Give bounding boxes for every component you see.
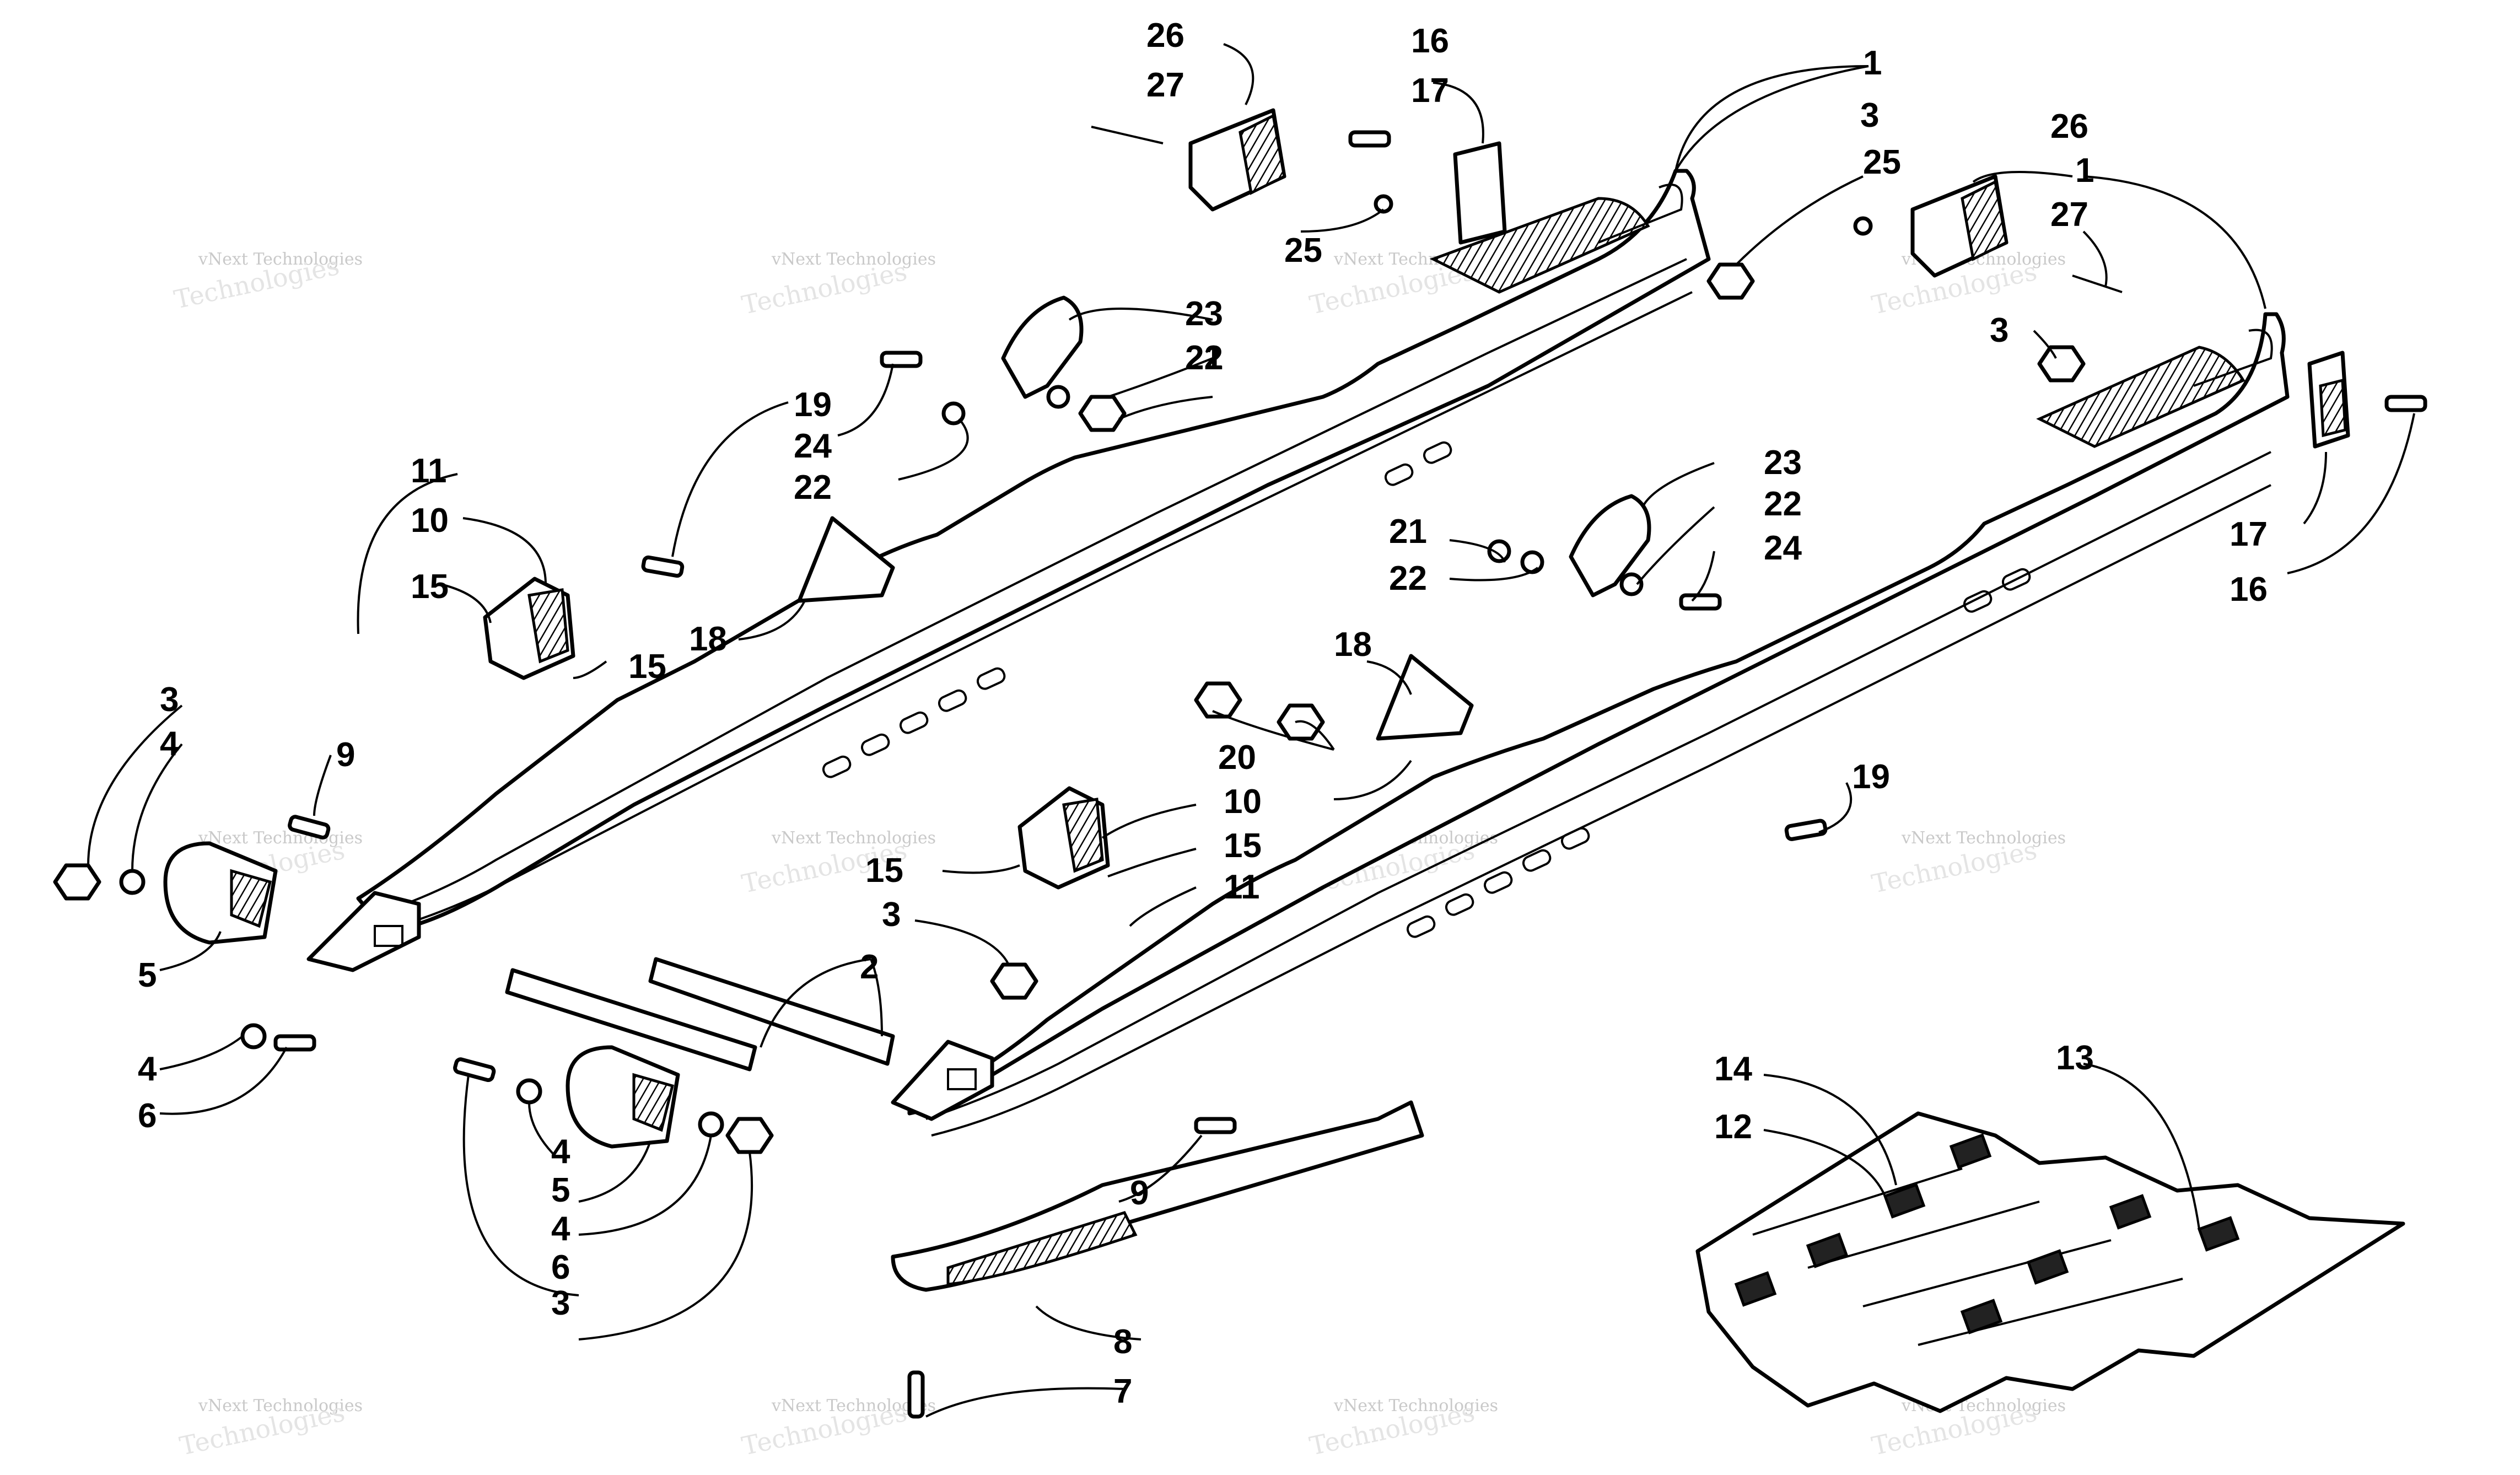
- callout-6: 6: [551, 1248, 570, 1286]
- shock-mount-26-right: [1910, 174, 2009, 278]
- callout-10: 10: [411, 502, 449, 540]
- callout-23: 23: [1185, 295, 1223, 333]
- bumper-10-left: [483, 577, 575, 680]
- bracket-17-right: [2307, 351, 2350, 449]
- watermark-text: vNext Technologies: [198, 1396, 363, 1415]
- callout-26: 26: [1146, 17, 1184, 55]
- callout-25: 25: [1863, 143, 1901, 181]
- callout-26: 26: [2050, 107, 2088, 146]
- callout-13: 13: [2056, 1039, 2094, 1077]
- watermark-text: vNext Technologies: [771, 828, 936, 848]
- callout-23: 23: [1764, 444, 1802, 482]
- callout-16: 16: [2230, 570, 2268, 609]
- right-rail-slots: [1406, 568, 2031, 938]
- left-rail-slots: [822, 441, 1452, 778]
- bracket-23-right: [1569, 494, 1651, 597]
- right-rail-front-tip: [891, 1040, 994, 1121]
- callout-16: 16: [1411, 22, 1449, 60]
- callout-24: 24: [1764, 529, 1802, 567]
- callout-10: 10: [1224, 783, 1262, 821]
- callout-6: 6: [138, 1097, 157, 1135]
- callout-22: 22: [794, 469, 832, 507]
- callout-18: 18: [1334, 626, 1372, 664]
- callout-15: 15: [865, 852, 903, 890]
- shock-mount-26-left: [1188, 108, 1286, 212]
- callout-5: 5: [551, 1171, 570, 1209]
- wear-strip: [891, 1100, 1424, 1292]
- callout-22: 22: [1185, 339, 1223, 377]
- callout-12: 12: [1714, 1108, 1752, 1146]
- bracket-18-right: [1376, 654, 1474, 741]
- callout-1: 1: [1863, 44, 1882, 82]
- callout-22: 22: [1764, 485, 1802, 523]
- bracket-23-left: [1001, 295, 1084, 399]
- callout-4: 4: [551, 1210, 570, 1248]
- callout-1: 1: [2075, 152, 2094, 190]
- callout-22: 22: [1389, 559, 1427, 597]
- callout-3: 3: [882, 896, 901, 934]
- track-section: [1695, 1111, 2405, 1413]
- callout-3: 3: [551, 1284, 570, 1322]
- callout-5: 5: [138, 956, 157, 994]
- callout-15: 15: [1224, 827, 1262, 865]
- bracket-17-left: [1453, 141, 1507, 245]
- callout-4: 4: [138, 1050, 157, 1088]
- bracket-18-left: [797, 516, 895, 603]
- watermark-text: vNext Technologies: [771, 250, 936, 269]
- fasteners: [53, 126, 2427, 1419]
- leader-lines: [87, 43, 2415, 1418]
- callout-15: 15: [628, 648, 666, 686]
- callout-8: 8: [1113, 1323, 1132, 1361]
- callout-27: 27: [1146, 66, 1184, 104]
- callout-27: 27: [2050, 196, 2088, 234]
- callout-25: 25: [1284, 232, 1322, 270]
- callout-19: 19: [794, 386, 832, 424]
- callout-7: 7: [1113, 1372, 1132, 1411]
- right-slide-rail: [907, 312, 2290, 1137]
- bumper-10-right: [1017, 786, 1110, 890]
- callout-24: 24: [794, 427, 832, 465]
- callout-11: 11: [411, 452, 447, 490]
- callout-9: 9: [1130, 1174, 1149, 1212]
- callout-3: 3: [160, 681, 179, 719]
- callout-11: 11: [1224, 868, 1260, 906]
- cross-shafts: [505, 957, 895, 1072]
- callout-19: 19: [1852, 758, 1890, 796]
- callout-3: 3: [1860, 96, 1879, 134]
- callout-15: 15: [411, 568, 449, 606]
- callout-20: 20: [1218, 739, 1256, 777]
- callout-9: 9: [336, 736, 355, 774]
- callout-2: 2: [860, 948, 879, 986]
- callout-4: 4: [551, 1133, 570, 1171]
- left-rail-front-tip: [306, 891, 421, 972]
- callout-4: 4: [160, 725, 179, 763]
- watermark-text: vNext Technologies: [198, 828, 363, 848]
- callout-21: 21: [1185, 339, 1223, 377]
- callout-17: 17: [2230, 515, 2268, 553]
- watermark-text: vNext Technologies: [1901, 828, 2066, 848]
- callout-3: 3: [1990, 311, 2009, 349]
- bumper-5-left: [163, 841, 278, 945]
- watermark-text: vNext Technologies: [1333, 1396, 1498, 1415]
- callout-labels: 1 1 2 3 3 3 3 3 4 4 4 4 5 5 6 6 7 8 9 9 …: [138, 17, 2268, 1411]
- bumper-5-right: [566, 1045, 680, 1149]
- callout-14: 14: [1714, 1050, 1752, 1088]
- callout-21: 21: [1389, 513, 1427, 551]
- callout-18: 18: [689, 620, 727, 658]
- callout-17: 17: [1411, 72, 1449, 110]
- watermark-text: vNext Technologies: [198, 250, 363, 269]
